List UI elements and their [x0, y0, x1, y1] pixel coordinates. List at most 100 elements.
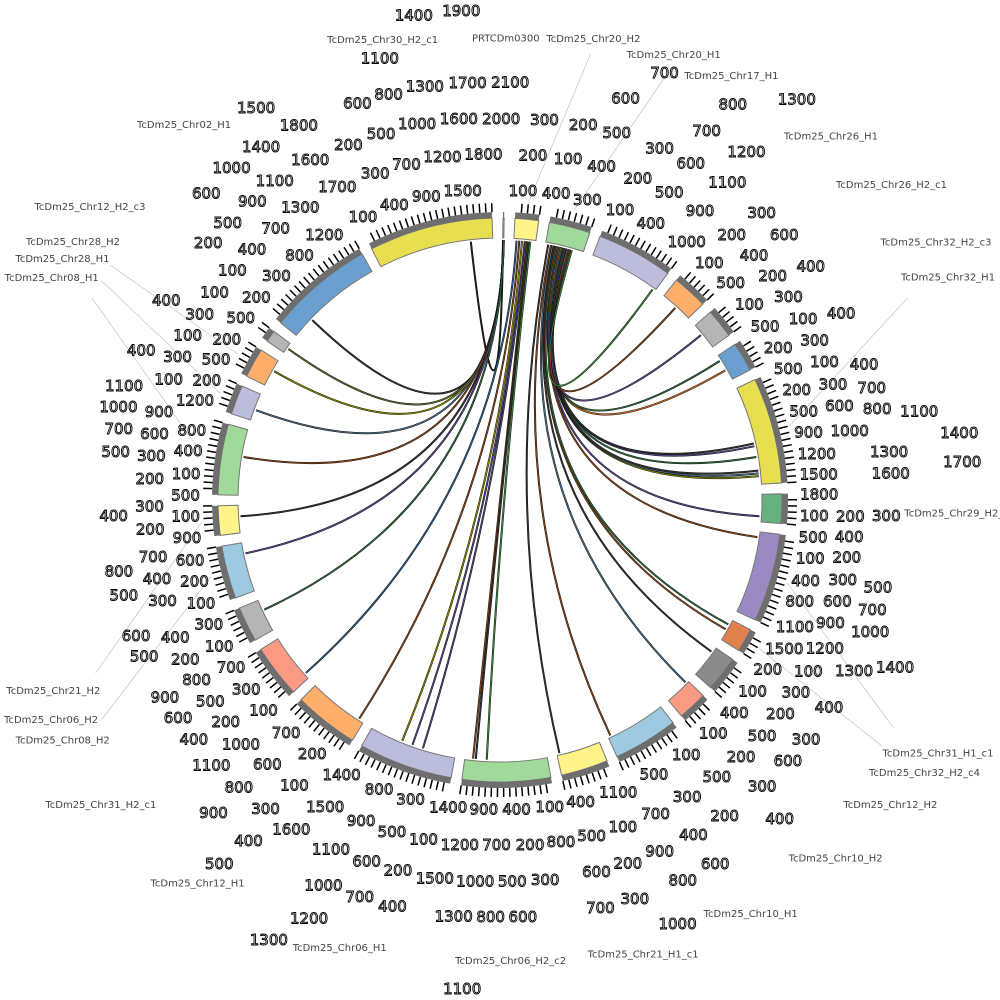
sector-block[interactable] [513, 217, 540, 242]
tick-label: 1200 [176, 391, 214, 409]
tick-label: 900 [794, 423, 823, 441]
axis-track [710, 308, 734, 336]
tick-mark [215, 581, 225, 587]
tick-mark [323, 731, 330, 740]
tick-label: 300 [800, 331, 829, 349]
sector-name: TcDm25_Chr21_H1_c1 [587, 950, 699, 961]
sector-block[interactable] [736, 378, 783, 485]
sector-block[interactable] [361, 727, 456, 779]
tick-mark [749, 642, 759, 649]
sector-block[interactable] [221, 542, 255, 599]
tick-label: 100 [695, 254, 724, 272]
link[interactable] [469, 240, 504, 372]
sector-block[interactable] [266, 330, 291, 354]
tick-label: 200 [193, 371, 222, 389]
sector-block[interactable] [238, 599, 274, 641]
link[interactable] [533, 244, 612, 736]
tick-mark [562, 780, 566, 790]
link[interactable] [421, 241, 527, 749]
sector-name: TcDm25_Chr26_H2_c1 [835, 180, 947, 191]
sector-TcDm25_Chr12_H1 [289, 684, 364, 751]
sector-block[interactable] [720, 619, 752, 652]
tick-mark [533, 785, 536, 796]
link[interactable] [539, 245, 687, 683]
tick-label: 300 [747, 204, 776, 222]
sector-block[interactable] [663, 279, 704, 319]
tick-label: 500 [205, 855, 234, 873]
link[interactable] [525, 244, 561, 754]
sector-block[interactable] [502, 217, 505, 239]
sector-block[interactable] [461, 757, 552, 783]
tick-label: 400 [378, 897, 407, 915]
sector-name: TcDm25_Chr02_H1 [136, 120, 231, 131]
sector-block[interactable] [217, 423, 249, 496]
sector-block[interactable] [556, 741, 608, 776]
link[interactable] [305, 240, 518, 674]
link[interactable] [547, 249, 654, 387]
link-stroke [545, 246, 729, 625]
sector-block[interactable] [760, 493, 783, 525]
axis-track [255, 649, 294, 697]
axis-track [241, 346, 262, 377]
tick-label: 600 [823, 593, 852, 611]
tick-label: 800 [225, 778, 254, 796]
tick-label: 700 [586, 899, 615, 917]
tick-label: 300 [185, 306, 214, 324]
sector-block[interactable] [717, 343, 751, 380]
sector-name-leader [101, 576, 212, 720]
tick-label: 200 [384, 862, 413, 880]
tick-label: 100 [173, 327, 202, 345]
link[interactable] [485, 241, 532, 760]
link[interactable] [474, 241, 530, 759]
tick-mark [778, 570, 789, 574]
tick-label: 1500 [444, 182, 482, 200]
tick-label: 1000 [851, 623, 889, 641]
sector-block[interactable] [260, 638, 309, 693]
tick-mark [265, 676, 274, 684]
tick-mark [618, 229, 624, 239]
link[interactable] [358, 240, 521, 720]
axis-track [681, 695, 708, 721]
sector-name: TcDm25_Chr28_H2 [25, 237, 120, 248]
link[interactable] [544, 246, 729, 626]
tick-mark [359, 753, 365, 763]
link[interactable] [401, 240, 524, 742]
tick-label: 1100 [312, 841, 350, 859]
sector-TcDm25_Chr10_H2 [667, 680, 711, 728]
link[interactable] [263, 240, 505, 611]
tick-mark [780, 431, 790, 436]
sector-block[interactable] [694, 647, 734, 689]
sector-name-leader [759, 648, 883, 747]
sector-block[interactable] [667, 680, 704, 717]
link[interactable] [542, 245, 712, 653]
sector-block[interactable] [245, 349, 279, 386]
sector-block[interactable] [545, 221, 591, 253]
tick-mark [765, 383, 774, 389]
sector-block[interactable] [694, 311, 730, 348]
sector-block[interactable] [217, 504, 241, 536]
sector-name: TcDm25_Chr32_H1 [900, 272, 995, 283]
sector-block[interactable] [300, 684, 364, 741]
tick-mark [393, 768, 399, 778]
tick-mark [780, 564, 790, 568]
tick-mark [212, 425, 222, 430]
tick-mark [459, 205, 463, 215]
link[interactable] [411, 241, 526, 746]
tick-label: 1900 [442, 2, 480, 20]
link[interactable] [547, 246, 760, 518]
tick-label: 100 [409, 830, 438, 848]
sector-block[interactable] [371, 217, 494, 268]
tick-mark [257, 326, 267, 334]
sector-block[interactable] [279, 253, 373, 337]
tick-mark [532, 204, 536, 215]
tick-label: 800 [476, 908, 505, 926]
tick-mark [693, 280, 701, 288]
tick-label: 400 [796, 257, 825, 275]
tick-mark [225, 385, 235, 390]
tick-mark [579, 214, 584, 224]
tick-label: 200 [614, 854, 643, 872]
sector-block[interactable] [230, 385, 262, 421]
sector-block[interactable] [608, 706, 674, 758]
sector-block[interactable] [736, 531, 781, 621]
